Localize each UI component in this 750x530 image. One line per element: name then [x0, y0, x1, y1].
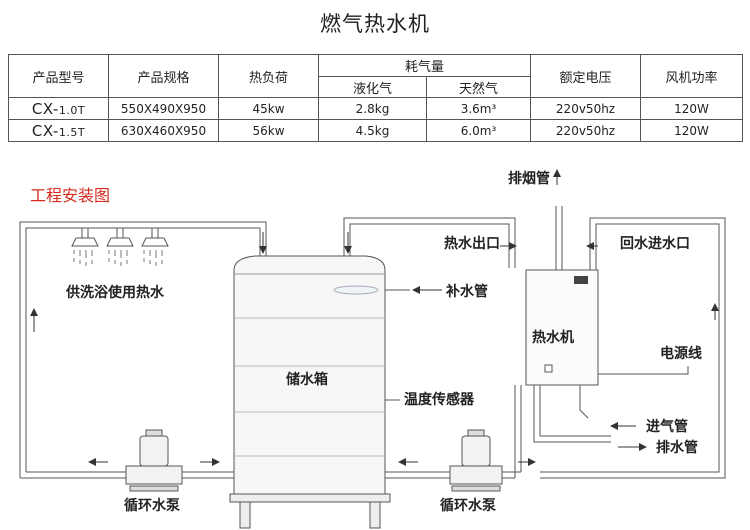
pump-left: [125, 429, 183, 492]
shower-icon: [71, 237, 99, 266]
label-tank: 储水箱: [285, 371, 328, 388]
header-lpg: 液化气: [318, 76, 427, 98]
label-power: 电源线: [660, 345, 702, 362]
cell-lpg: 4.5kg: [318, 119, 427, 142]
label-supply: 供洗浴使用热水: [65, 284, 165, 301]
label-pump-right: 循环水泵: [440, 497, 496, 514]
cell-fan-power: 120W: [640, 119, 744, 142]
label-heater: 热水机: [532, 329, 574, 346]
cell-natural-gas: 6.0m³: [425, 119, 532, 142]
cell-spec: 630X460X950: [108, 119, 219, 142]
label-gas-in: 进气管: [646, 418, 688, 435]
header-voltage: 额定电压: [530, 54, 642, 98]
control-panel-icon: [574, 276, 588, 284]
cell-fan-power: 120W: [640, 97, 744, 120]
storage-tank: [229, 255, 391, 529]
label-drain: 排水管: [656, 439, 698, 456]
label-return-in: 回水进水口: [620, 235, 690, 252]
pipe-network: [19, 206, 726, 479]
header-model: 产品型号: [8, 54, 109, 98]
shower-icon: [106, 237, 134, 266]
label-makeup: 补水管: [445, 283, 488, 300]
shower-icon: [141, 237, 169, 266]
header-heat-load: 热负荷: [218, 54, 319, 98]
section-title: 工程安装图: [30, 186, 110, 205]
cell-voltage: 220v50hz: [530, 119, 642, 142]
label-pump-left: 循环水泵: [124, 497, 180, 514]
pump-right: [449, 429, 503, 492]
page-title: 燃气热水机: [320, 12, 430, 36]
table-row: CX-1.5T 630X460X950 56kw 4.5kg 6.0m³ 220…: [8, 119, 744, 142]
cell-heat-load: 56kw: [218, 119, 319, 142]
water-heater: [525, 269, 599, 386]
label-temp-sensor: 温度传感器: [404, 391, 475, 408]
spec-table: 产品型号 产品规格 热负荷 耗气量 额定电压 风机功率 液化气 天然气 CX-1…: [8, 54, 744, 142]
label-hot-water-out: 热水出口: [444, 235, 500, 252]
shower-heads: [71, 237, 169, 266]
cell-spec: 550X490X950: [108, 97, 219, 120]
table-row: CX-1.0T 550X490X950 45kw 2.8kg 3.6m³ 220…: [8, 97, 744, 120]
flow-arrows: [30, 169, 719, 466]
header-spec: 产品规格: [108, 54, 219, 98]
label-flue: 排烟管: [508, 170, 550, 187]
cell-model: CX-1.5T: [8, 119, 109, 142]
